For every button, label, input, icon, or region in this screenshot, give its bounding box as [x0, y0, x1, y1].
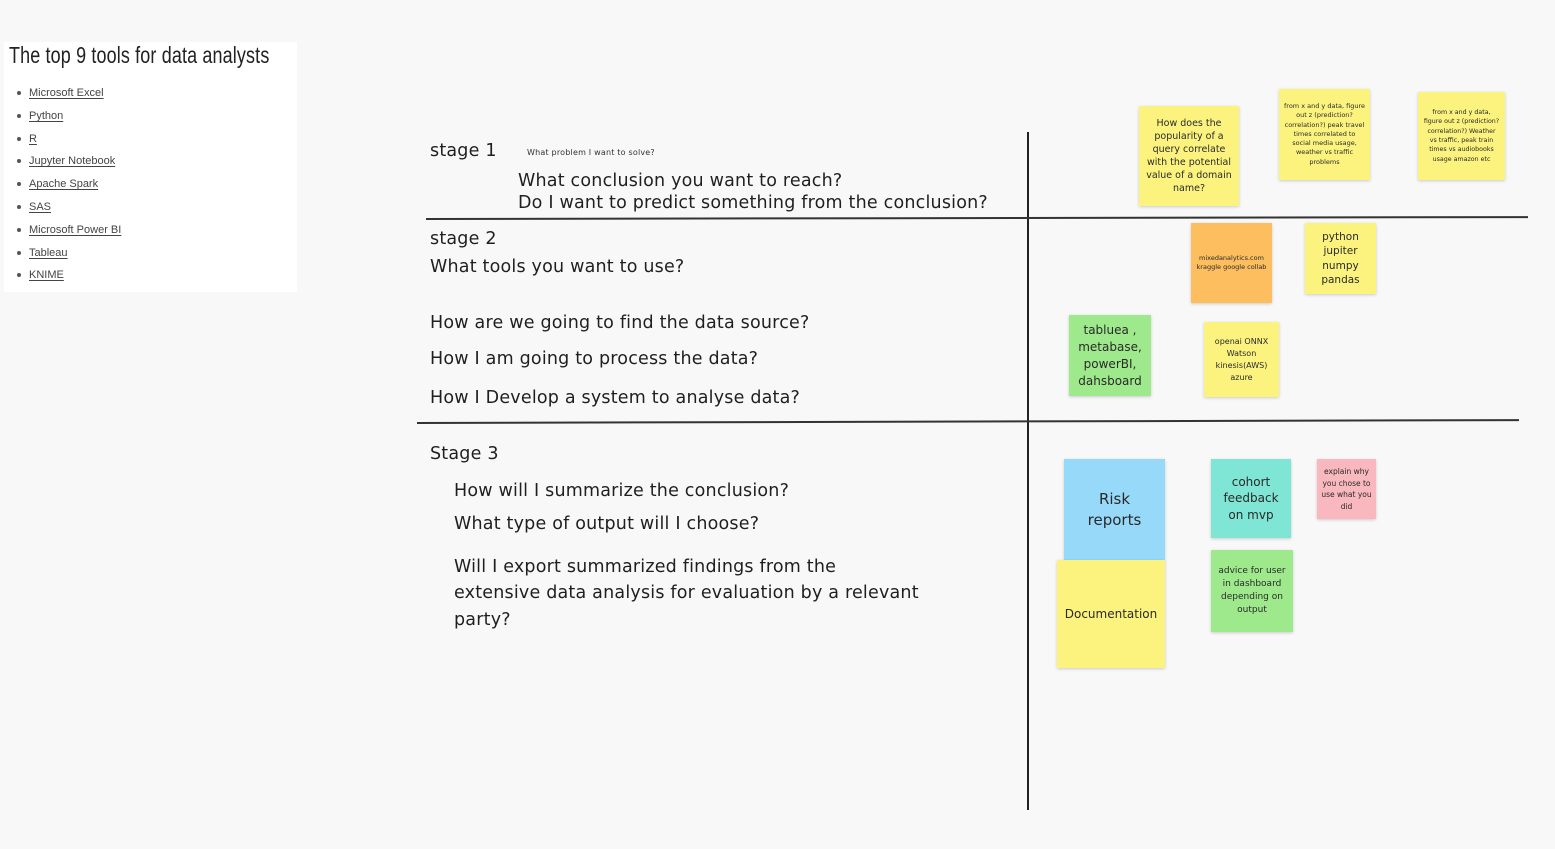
- list-item: Microsoft Excel: [16, 84, 121, 107]
- stage1-title[interactable]: stage 1: [430, 141, 497, 161]
- sticky-note-text: from x and y data, figure out z (predict…: [1423, 109, 1500, 163]
- stage2-question-source[interactable]: How are we going to find the data source…: [430, 313, 810, 333]
- sticky-note-risk-reports[interactable]: Risk reports: [1064, 459, 1165, 560]
- stage1-subtitle[interactable]: What problem I want to solve?: [527, 148, 655, 157]
- list-item: SAS: [16, 198, 121, 221]
- tool-link-sas[interactable]: SAS: [29, 200, 52, 213]
- sticky-note-text: Documentation: [1064, 607, 1158, 621]
- sticky-note-text: Risk reports: [1087, 489, 1142, 529]
- tools-list: Microsoft Excel Python R Jupyter Noteboo…: [4, 84, 121, 289]
- stage2-question-system[interactable]: How I Develop a system to analyse data?: [430, 388, 801, 408]
- sticky-note-tableau[interactable]: tabluea , metabase, powerBI, dahsboard: [1069, 315, 1151, 396]
- tool-link-python[interactable]: Python: [29, 109, 64, 122]
- sticky-note-text: advice for user in dashboard depending o…: [1218, 566, 1286, 615]
- stage1-question-predict[interactable]: Do I want to predict something from the …: [518, 193, 988, 213]
- sticky-note-popularity[interactable]: How does the popularity of a query corre…: [1139, 106, 1239, 206]
- sticky-note-openai[interactable]: openai ONNX Watson kinesis(AWS) azure: [1204, 322, 1279, 397]
- stage1-question-conclusion[interactable]: What conclusion you want to reach?: [518, 171, 843, 191]
- stage2-question-process[interactable]: How I am going to process the data?: [430, 349, 759, 369]
- sticky-note-text: cohort feedback on mvp: [1223, 474, 1279, 522]
- sticky-note-text: openai ONNX Watson kinesis(AWS) azure: [1214, 336, 1269, 382]
- sticky-note-advice[interactable]: advice for user in dashboard depending o…: [1211, 550, 1293, 632]
- tool-link-knime[interactable]: KNIME: [29, 269, 64, 282]
- tool-link-r[interactable]: R: [29, 132, 37, 145]
- sticky-note-text: mixedanalytics.com kraggle google collab: [1196, 253, 1267, 272]
- sticky-note-python[interactable]: python jupiter numpy pandas: [1305, 223, 1376, 294]
- sticky-note-text: How does the popularity of a query corre…: [1146, 118, 1232, 194]
- sticky-note-documentation[interactable]: Documentation: [1057, 560, 1165, 668]
- tool-link-excel[interactable]: Microsoft Excel: [29, 87, 104, 99]
- list-item: Tableau: [16, 244, 121, 267]
- divider-stage1[interactable]: [425, 216, 1528, 220]
- tools-card-title: The top 9 tools for data analysts: [9, 42, 270, 68]
- stage3-title[interactable]: Stage 3: [430, 444, 499, 464]
- sticky-note-xy-weather[interactable]: from x and y data, figure out z (predict…: [1418, 92, 1505, 180]
- tools-card[interactable]: The top 9 tools for data analysts Micros…: [4, 42, 297, 292]
- tool-link-spark[interactable]: Apache Spark: [29, 178, 99, 191]
- list-item: R: [16, 130, 121, 153]
- sticky-note-text: explain why you chose to use what you di…: [1321, 467, 1372, 511]
- vertical-divider[interactable]: [1027, 132, 1029, 810]
- stage2-question-tools[interactable]: What tools you want to use?: [430, 257, 685, 277]
- sticky-note-explain[interactable]: explain why you chose to use what you di…: [1317, 459, 1376, 519]
- sticky-note-xy-travel[interactable]: from x and y data, figure out z (predict…: [1279, 89, 1370, 180]
- sticky-note-cohort[interactable]: cohort feedback on mvp: [1211, 459, 1291, 538]
- stage3-question-export-line1[interactable]: Will I export summarized findings from t…: [454, 557, 837, 577]
- list-item: Apache Spark: [16, 175, 121, 198]
- stage2-title[interactable]: stage 2: [430, 229, 497, 249]
- stage3-question-output[interactable]: What type of output will I choose?: [454, 514, 760, 534]
- list-item: Jupyter Notebook: [16, 152, 121, 175]
- sticky-note-text: tabluea , metabase, powerBI, dahsboard: [1078, 322, 1142, 388]
- tool-link-jupyter[interactable]: Jupyter Notebook: [29, 155, 116, 168]
- sticky-note-data-sources[interactable]: mixedanalytics.com kraggle google collab: [1191, 223, 1272, 303]
- sticky-note-text: from x and y data, figure out z (predict…: [1284, 101, 1365, 166]
- stage3-question-export-line3[interactable]: party?: [454, 610, 511, 630]
- tool-link-powerbi[interactable]: Microsoft Power BI: [29, 223, 122, 236]
- divider-stage2[interactable]: [416, 419, 1519, 424]
- list-item: Python: [16, 107, 121, 130]
- list-item: KNIME: [16, 266, 121, 289]
- stage3-question-summarize[interactable]: How will I summarize the conclusion?: [454, 481, 790, 501]
- list-item: Microsoft Power BI: [16, 221, 122, 244]
- sticky-note-text: python jupiter numpy pandas: [1321, 230, 1360, 287]
- stage3-question-export-line2[interactable]: extensive data analysis for evaluation b…: [454, 583, 919, 603]
- tool-link-tableau[interactable]: Tableau: [29, 246, 68, 259]
